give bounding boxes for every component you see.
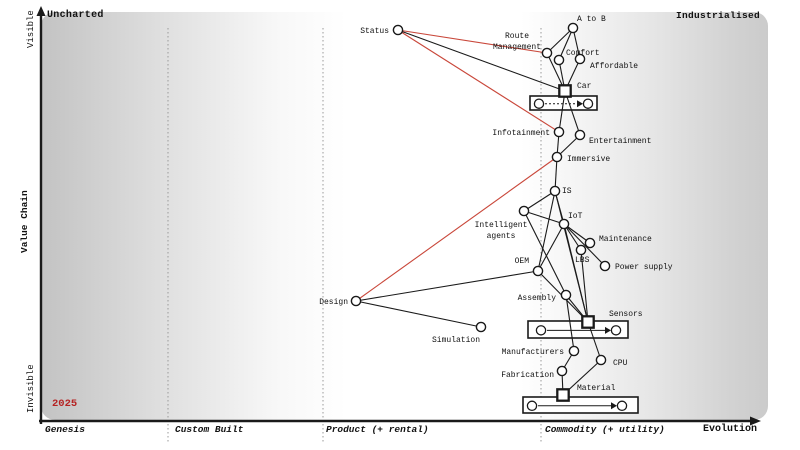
edge-iot-maintenance bbox=[563, 223, 591, 244]
edge-entertainment-immersive bbox=[556, 134, 581, 158]
node-label-a_to_b: A to B bbox=[577, 15, 606, 24]
node-label-design: Design bbox=[319, 298, 348, 307]
material-pipeline-left-node bbox=[526, 400, 538, 412]
edge-a_to_b-route_mgmt bbox=[546, 27, 574, 54]
edge-intelligent_agents-iot bbox=[523, 210, 565, 225]
stage-genesis: Genesis bbox=[45, 424, 85, 435]
node-label-infotainment: Infotainment bbox=[492, 129, 550, 138]
car-pipeline-right-node bbox=[582, 98, 594, 109]
edge-iot-sensors bbox=[563, 223, 589, 323]
node-intelligent_agents bbox=[518, 205, 530, 217]
edge-status-route_mgmt bbox=[397, 29, 548, 54]
node-label-immersive: Immersive bbox=[567, 155, 610, 164]
node-label-assembly: Assembly bbox=[518, 294, 557, 303]
node-material bbox=[556, 388, 570, 402]
node-label-iot: IoT bbox=[568, 212, 583, 221]
node-maintenance bbox=[584, 237, 596, 249]
node-label-is: IS bbox=[562, 187, 572, 196]
stage-product: Product (+ rental) bbox=[326, 424, 429, 435]
node-affordable bbox=[574, 53, 586, 65]
node-sensors bbox=[581, 315, 595, 329]
label-industrialised: Industrialised bbox=[675, 10, 760, 21]
node-manufacturers bbox=[568, 345, 580, 357]
material-pipeline-right-node bbox=[616, 400, 628, 412]
node-car bbox=[558, 84, 572, 98]
node-label-fabrication: Fabrication bbox=[501, 371, 554, 380]
x-axis-arrowhead bbox=[750, 416, 761, 426]
node-immersive bbox=[551, 151, 563, 163]
node-route_mgmt bbox=[541, 47, 553, 59]
node-label-simulation: Simulation bbox=[432, 336, 480, 345]
node-design bbox=[350, 295, 362, 307]
car-pipeline-left-node bbox=[533, 98, 545, 109]
node-status bbox=[392, 24, 404, 36]
stage-commodity: Commodity (+ utility) bbox=[545, 424, 665, 435]
node-infotainment bbox=[553, 126, 565, 138]
y-axis-invisible-label: Invisible bbox=[26, 364, 36, 413]
x-axis-title: Evolution bbox=[703, 424, 758, 435]
node-label-affordable: Affordable bbox=[590, 62, 638, 71]
edge-car-entertainment bbox=[564, 90, 581, 136]
node-label-status: Status bbox=[360, 27, 389, 36]
node-simulation bbox=[475, 321, 487, 333]
node-label-manufacturers: Manufacturers bbox=[502, 348, 565, 357]
node-oem bbox=[532, 265, 544, 277]
edge-assembly-manufacturers bbox=[565, 294, 575, 352]
y-axis-title: Value Chain bbox=[19, 190, 30, 253]
node-label-comfort: Comfort bbox=[566, 49, 600, 58]
node-a_to_b bbox=[567, 22, 579, 34]
node-label-car: Car bbox=[577, 82, 592, 91]
edge-design-oem bbox=[355, 270, 539, 302]
edge-design-immersive bbox=[355, 156, 558, 302]
label-uncharted: Uncharted bbox=[47, 10, 104, 21]
edge-status-car bbox=[397, 29, 566, 92]
node-power_supply bbox=[599, 260, 611, 272]
node-label-lbs: LBS bbox=[575, 256, 590, 265]
car-pipeline-arrowhead bbox=[577, 100, 583, 108]
map-gradient-background bbox=[41, 12, 768, 420]
edge-is-intelligent_agents bbox=[523, 190, 556, 212]
node-fabrication bbox=[556, 365, 568, 377]
node-comfort bbox=[553, 54, 565, 66]
node-label-oem: OEM bbox=[515, 257, 530, 266]
node-label-cpu: CPU bbox=[613, 359, 628, 368]
node-cpu bbox=[595, 354, 607, 366]
edge-status-infotainment bbox=[397, 29, 560, 133]
edge-intelligent_agents-assembly bbox=[523, 210, 567, 296]
node-label-maintenance: Maintenance bbox=[599, 235, 652, 244]
node-iot bbox=[558, 218, 570, 230]
material-pipeline-arrowhead bbox=[611, 402, 617, 410]
edge-lbs-sensors bbox=[580, 249, 589, 323]
edge-immersive-is bbox=[554, 156, 558, 192]
node-assembly bbox=[560, 289, 572, 301]
edge-design-simulation bbox=[355, 300, 482, 328]
year-label: 2025 bbox=[52, 398, 78, 410]
stage-custom-built: Custom Built bbox=[175, 424, 244, 435]
sensors-pipeline-box bbox=[527, 320, 629, 339]
edge-a_to_b-comfort bbox=[558, 27, 574, 61]
edge-iot-power_supply bbox=[563, 223, 606, 267]
node-label-power_supply: Power supply bbox=[615, 263, 673, 272]
node-label-material: Material bbox=[577, 384, 616, 393]
sensors-pipeline-arrowhead bbox=[605, 326, 611, 334]
material-pipeline-box bbox=[522, 396, 639, 414]
node-entertainment bbox=[574, 129, 586, 141]
node-label-entertainment: Entertainment bbox=[589, 137, 651, 146]
edge-iot-oem bbox=[537, 223, 565, 272]
y-axis-visible-label: Visible bbox=[26, 10, 36, 48]
edge-is-oem bbox=[537, 190, 556, 272]
sensors-pipeline-left-node bbox=[535, 325, 547, 336]
node-is bbox=[549, 185, 561, 197]
sensors-pipeline-right-node bbox=[610, 325, 622, 336]
node-label-sensors: Sensors bbox=[609, 310, 643, 319]
node-lbs bbox=[575, 244, 587, 256]
y-axis-arrowhead bbox=[36, 6, 46, 16]
